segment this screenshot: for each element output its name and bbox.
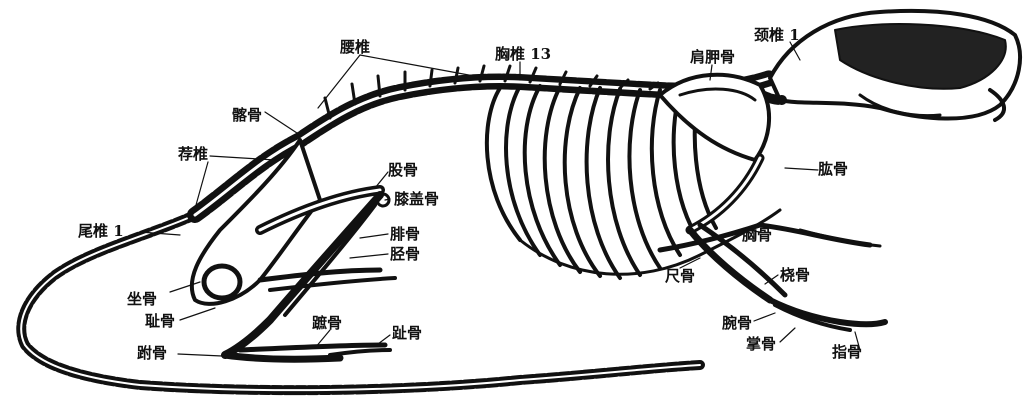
label-scapula: 肩胛骨: [690, 50, 735, 65]
label-ischium: 坐骨: [127, 292, 157, 307]
label-carpal: 腕骨: [722, 316, 752, 331]
label-sacral: 荐椎: [178, 147, 208, 162]
label-humerus: 肱骨: [818, 162, 848, 177]
label-patella: 膝盖骨: [394, 192, 439, 207]
label-ulna: 尺骨: [665, 269, 695, 284]
label-thoracic-13: 胸椎 13: [495, 47, 551, 62]
label-metacarpal: 掌骨: [746, 337, 776, 352]
label-caudal-1: 尾椎 1: [78, 224, 124, 239]
label-pubis: 耻骨: [145, 314, 175, 329]
label-sternum: 胸骨: [742, 228, 772, 243]
label-metatarsal: 蹠骨: [312, 316, 342, 331]
label-tarsal: 跗骨: [137, 346, 167, 361]
label-femur: 股骨: [388, 163, 418, 178]
label-radius: 桡骨: [780, 268, 810, 283]
label-tibia: 胫骨: [390, 247, 420, 262]
label-fibula: 腓骨: [390, 227, 420, 242]
tail: [21, 215, 700, 390]
label-phalanges-fore: 指骨: [832, 345, 862, 360]
label-phalanges-hind: 趾骨: [392, 326, 422, 341]
label-cervical-1: 颈椎 1: [754, 28, 800, 43]
label-lumbar: 腰椎: [340, 40, 370, 55]
label-ilium: 髂骨: [232, 108, 262, 123]
